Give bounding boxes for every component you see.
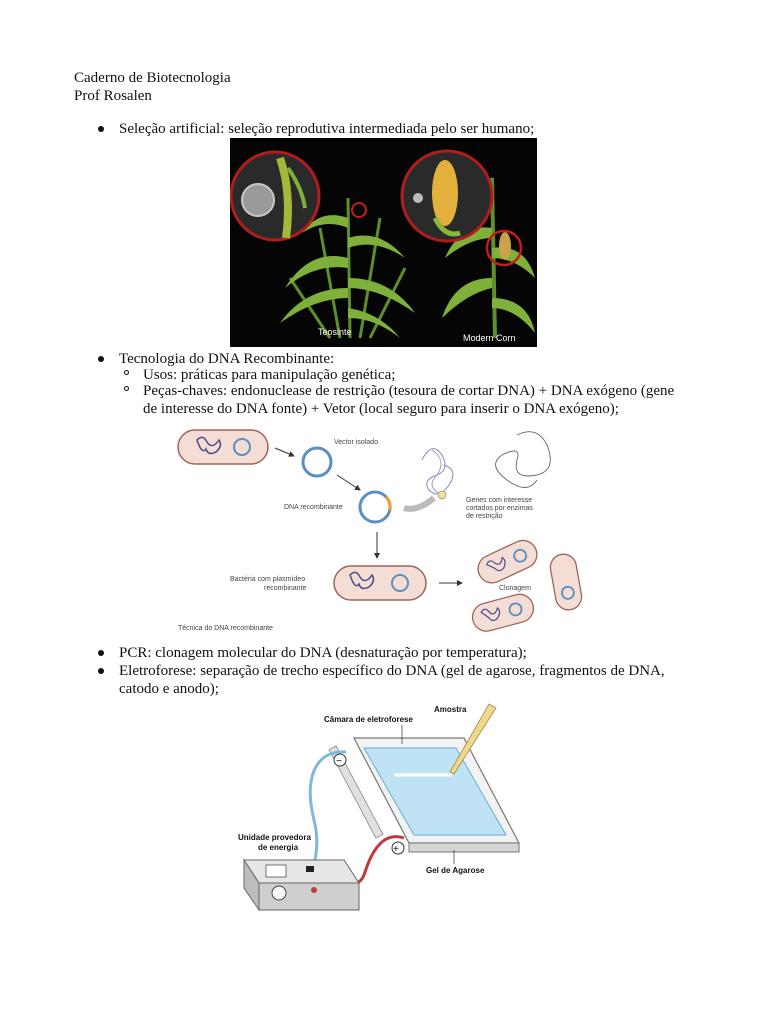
label-bacteria-line2: recombinante	[264, 585, 307, 592]
label-modern-corn: Modern Corn	[463, 333, 516, 343]
item-eletroforese-line2: catodo e anodo);	[119, 681, 219, 697]
label-dna-recombinante: DNA recombinante	[284, 504, 343, 511]
label-amostra: Amostra	[434, 705, 467, 714]
item-eletroforese-line1: Eletroforese: separação de trecho especí…	[119, 663, 665, 679]
figure-caption: Técnica do DNA recombinante	[178, 625, 273, 632]
label-genes-line1: Genes com interesse	[466, 497, 532, 504]
label-catodo: −	[336, 756, 342, 767]
eletroforese-figure: Amostra Câmara de eletroforese − + Unida…	[238, 703, 520, 912]
dna-recombinante-figure: Vector isolado DNA recombinante Genes co…	[177, 429, 583, 632]
item-pecas-chaves-line2: de interesse do DNA fonte) + Vetor (loca…	[143, 401, 619, 417]
header-title: Caderno de Biotecnologia	[74, 70, 231, 86]
header-author: Prof Rosalen	[74, 88, 152, 104]
label-teosinte: Teosinte	[318, 327, 352, 337]
label-camara: Câmara de eletroforese	[324, 715, 413, 724]
bullet	[98, 650, 104, 656]
item-pecas-chaves-line1: Peças-chaves: endonuclease de restrição …	[143, 383, 675, 399]
sub-bullet	[124, 386, 129, 391]
label-genes-line2: cortados por enzimas	[466, 505, 533, 512]
sub-bullet	[124, 370, 129, 375]
label-vetor-isolado: Vector isolado	[334, 439, 378, 446]
label-bacteria-line1: Bactéria com plasmídeo	[230, 576, 305, 583]
item-pcr: PCR: clonagem molecular do DNA (desnatur…	[119, 645, 527, 661]
label-anodo: +	[393, 844, 399, 855]
item-usos: Usos: práticas para manipulação genética…	[143, 367, 396, 383]
item-selecao-artificial: Seleção artificial: seleção reprodutiva …	[119, 121, 535, 137]
label-genes-line3: de restrição	[466, 513, 503, 520]
label-unidade-line1: Unidade provedora	[238, 833, 311, 842]
label-unidade-line2: de energia	[258, 843, 299, 852]
bullet	[98, 668, 104, 674]
bullet	[98, 356, 104, 362]
label-clonagem: Clonagem	[499, 585, 531, 592]
item-dna-recombinante: Tecnologia do DNA Recombinante:	[119, 351, 335, 367]
bullet	[98, 126, 104, 132]
teosinte-corn-figure: Teosinte Modern Corn	[230, 138, 537, 347]
label-gel-agarose: Gel de Agarose	[426, 866, 485, 875]
